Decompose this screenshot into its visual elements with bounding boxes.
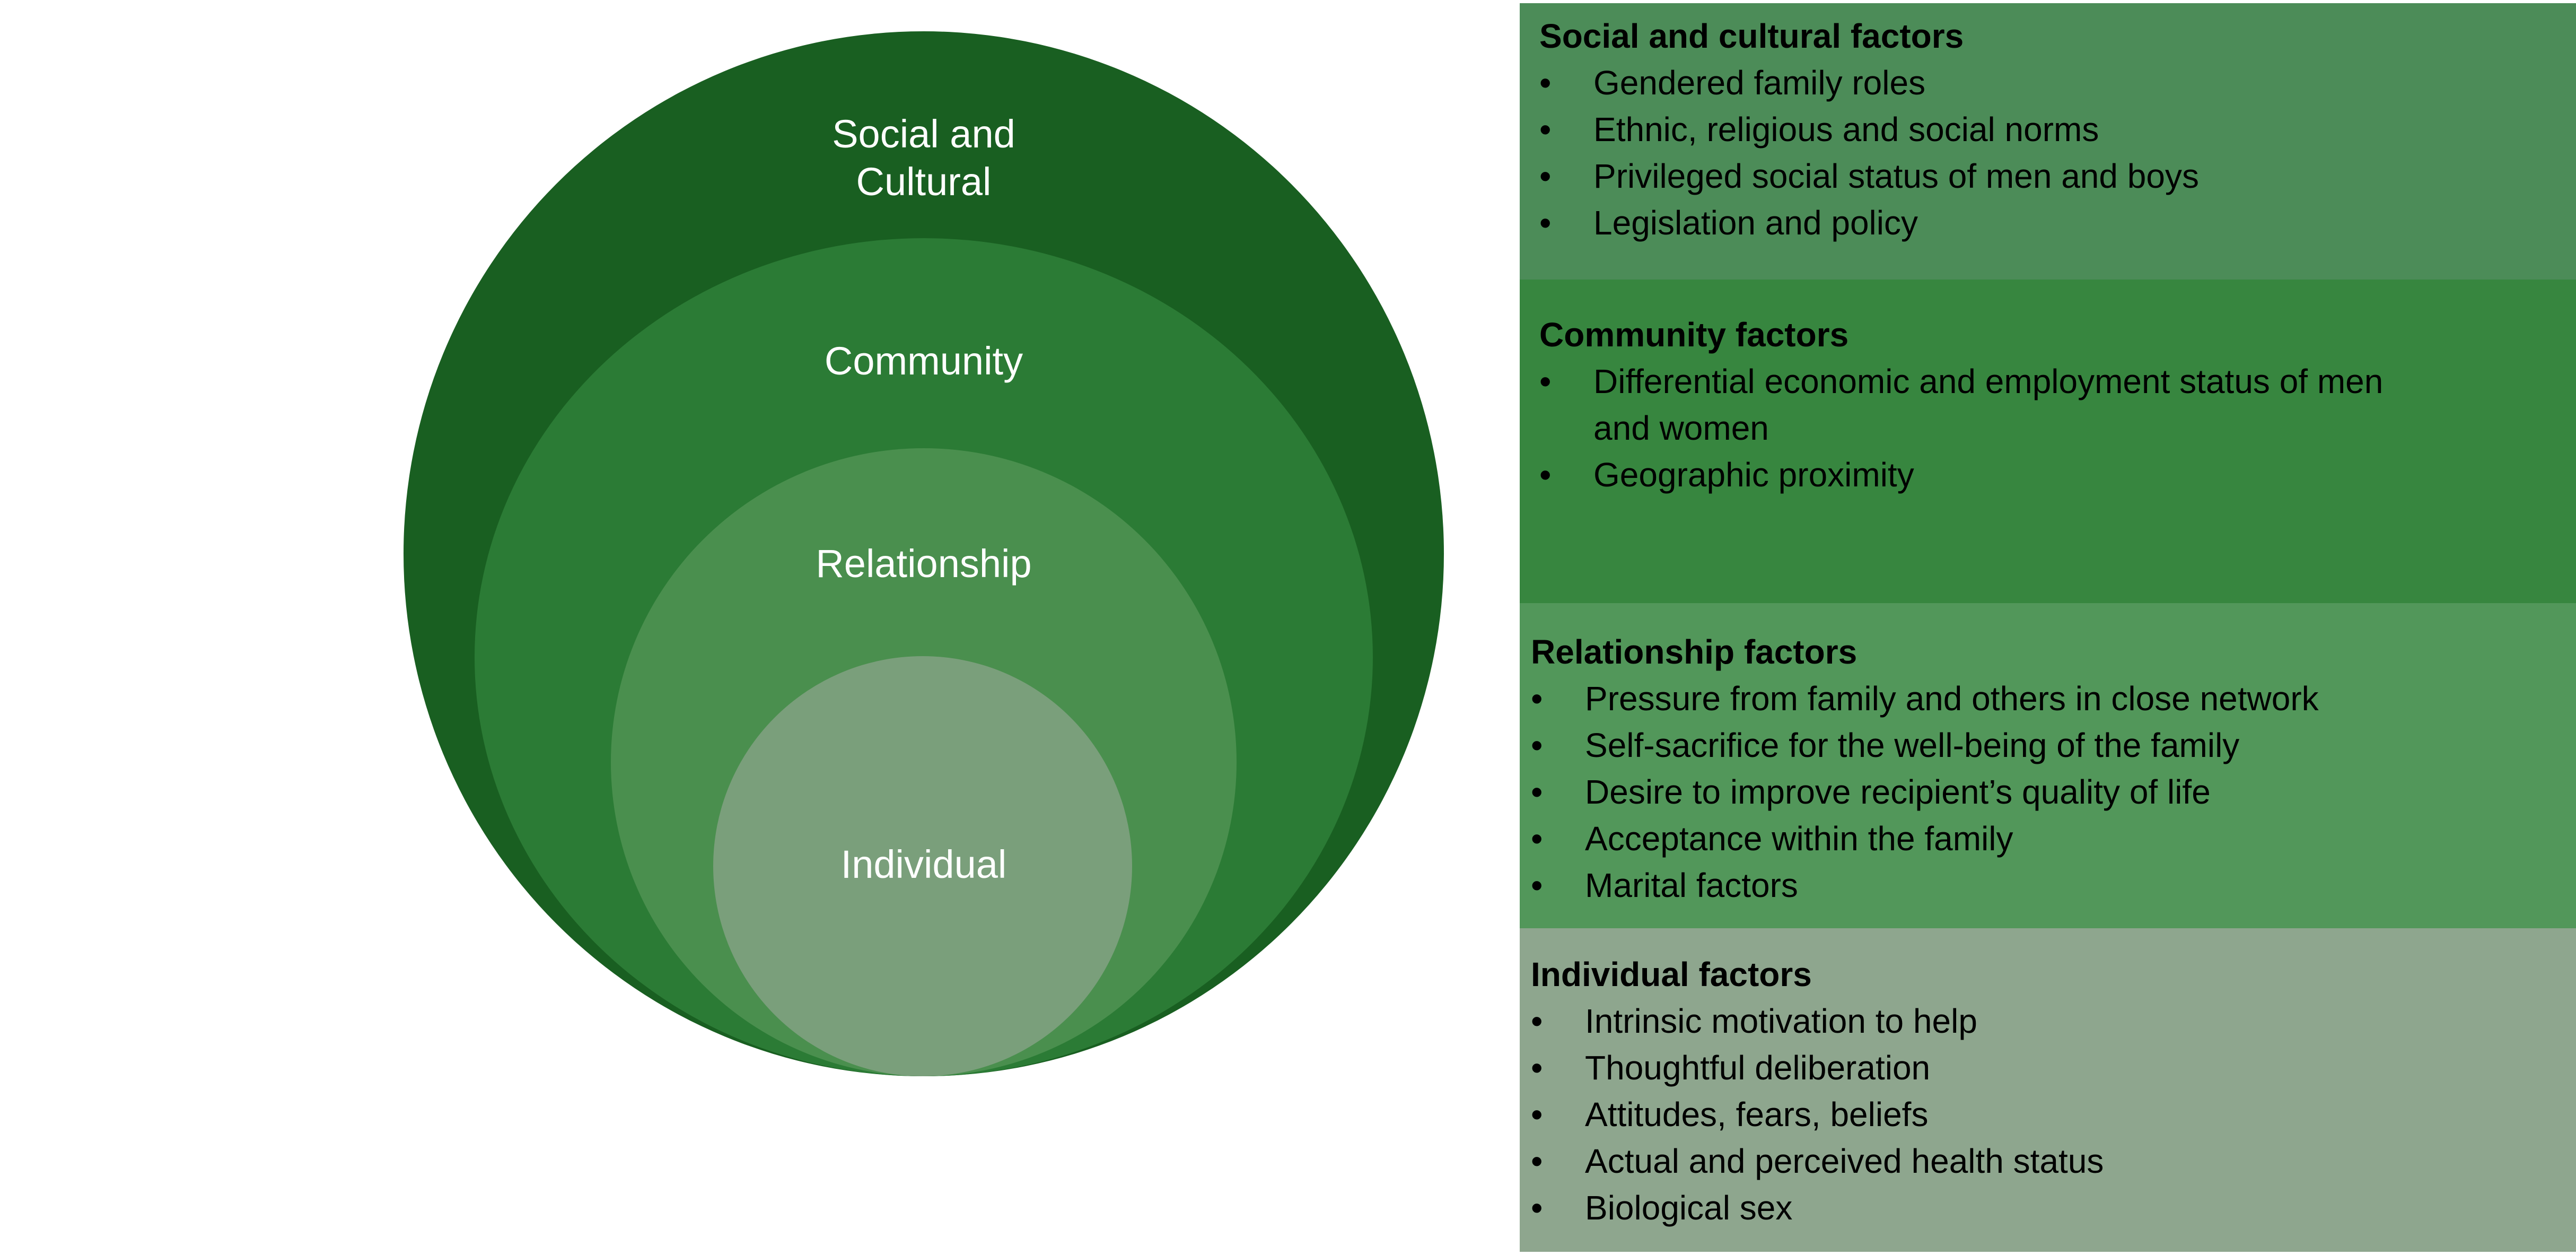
factor-text: Desire to improve recipient’s quality of…: [1585, 773, 2211, 811]
panel-social-cultural-factors: Social and cultural factors • Gendered fam…: [1520, 3, 2576, 280]
factor-item: • Self-sacrifice for the well-being of th…: [1531, 722, 2576, 769]
factor-item: • Privileged social status of men and boy…: [1539, 153, 2576, 199]
factor-text: Legislation and policy: [1593, 204, 1918, 242]
factor-item: • Actual and perceived health status: [1531, 1138, 2576, 1184]
bullet-icon: •: [1531, 726, 1543, 764]
bullet-icon: •: [1539, 456, 1552, 494]
panel-title: Community factors: [1539, 316, 1849, 354]
factor-text: Acceptance within the family: [1585, 820, 2013, 858]
factor-item: • Marital factors: [1531, 862, 2576, 909]
ring-label-line: Social and: [832, 112, 1015, 156]
bullet-icon: •: [1539, 204, 1552, 242]
factor-text: Pressure from family and others in close…: [1585, 679, 2319, 718]
bullet-icon: •: [1531, 1049, 1543, 1087]
bullet-icon: •: [1531, 1095, 1543, 1134]
bullet-icon: •: [1531, 866, 1543, 904]
panel-individual-factors: Individual factors • Intrinsic motivation …: [1520, 928, 2576, 1252]
factor-item: • Biological sex: [1531, 1184, 2576, 1231]
factor-item: • Legislation and policy: [1539, 199, 2576, 246]
factor-item: • Pressure from family and others in clos…: [1531, 675, 2576, 722]
factor-item: • Attitudes, fears, beliefs: [1531, 1091, 2576, 1138]
bullet-icon: •: [1531, 820, 1543, 858]
bullet-icon: •: [1531, 1002, 1543, 1040]
bullet-icon: •: [1539, 157, 1552, 195]
bullet-icon: •: [1539, 362, 1552, 400]
bullet-icon: •: [1539, 110, 1552, 149]
factor-item: • Geographic proximity: [1539, 451, 2388, 498]
bullet-icon: •: [1531, 1189, 1543, 1227]
factor-text: Marital factors: [1585, 866, 1798, 904]
factor-text: Gendered family roles: [1593, 64, 1926, 102]
panel-title: Individual factors: [1531, 955, 1812, 993]
factor-item: • Desire to improve recipient’s quality o…: [1531, 769, 2576, 815]
factor-text: Actual and perceived health status: [1585, 1142, 2104, 1180]
factor-text: Self-sacrifice for the well-being of the…: [1585, 726, 2240, 764]
factor-text: Thoughtful deliberation: [1585, 1049, 1931, 1087]
panel-title: Relationship factors: [1531, 633, 1857, 671]
factor-text: Intrinsic motivation to help: [1585, 1002, 1977, 1040]
ring-label-relationship: Relationship: [816, 542, 1032, 586]
ring-individual: [713, 656, 1132, 1076]
factor-item: • Ethnic, religious and social norms: [1539, 106, 2576, 153]
factor-item: • Gendered family roles: [1539, 59, 2576, 106]
ring-label-individual: Individual: [840, 842, 1007, 886]
factor-text: Attitudes, fears, beliefs: [1585, 1095, 1929, 1134]
factor-text: Biological sex: [1585, 1189, 1793, 1227]
factor-item: • Intrinsic motivation to help: [1531, 998, 2576, 1044]
bullet-icon: •: [1531, 679, 1543, 718]
panel-community-factors: Community factors • Differential economic …: [1520, 280, 2576, 603]
panel-title: Social and cultural factors: [1539, 17, 1964, 55]
factor-text: Differential economic and employment sta…: [1593, 362, 2384, 447]
bullet-icon: •: [1539, 64, 1552, 102]
factor-item: • Thoughtful deliberation: [1531, 1044, 2576, 1091]
nested-circles-diagram: [404, 31, 1444, 1076]
ring-label-social: Social and Cultural: [685, 110, 1162, 206]
factor-item: • Acceptance within the family: [1531, 815, 2576, 862]
ring-label-line: Cultural: [856, 160, 992, 204]
panel-relationship-factors: Relationship factors • Pressure from famil…: [1520, 603, 2576, 928]
factor-text: Geographic proximity: [1593, 456, 1914, 494]
ring-label-community: Community: [824, 339, 1023, 383]
factor-item: • Differential economic and employment st…: [1539, 358, 2388, 451]
factor-text: Ethnic, religious and social norms: [1593, 110, 2099, 149]
factor-text: Privileged social status of men and boys: [1593, 157, 2199, 195]
bullet-icon: •: [1531, 1142, 1543, 1180]
bullet-icon: •: [1531, 773, 1543, 811]
